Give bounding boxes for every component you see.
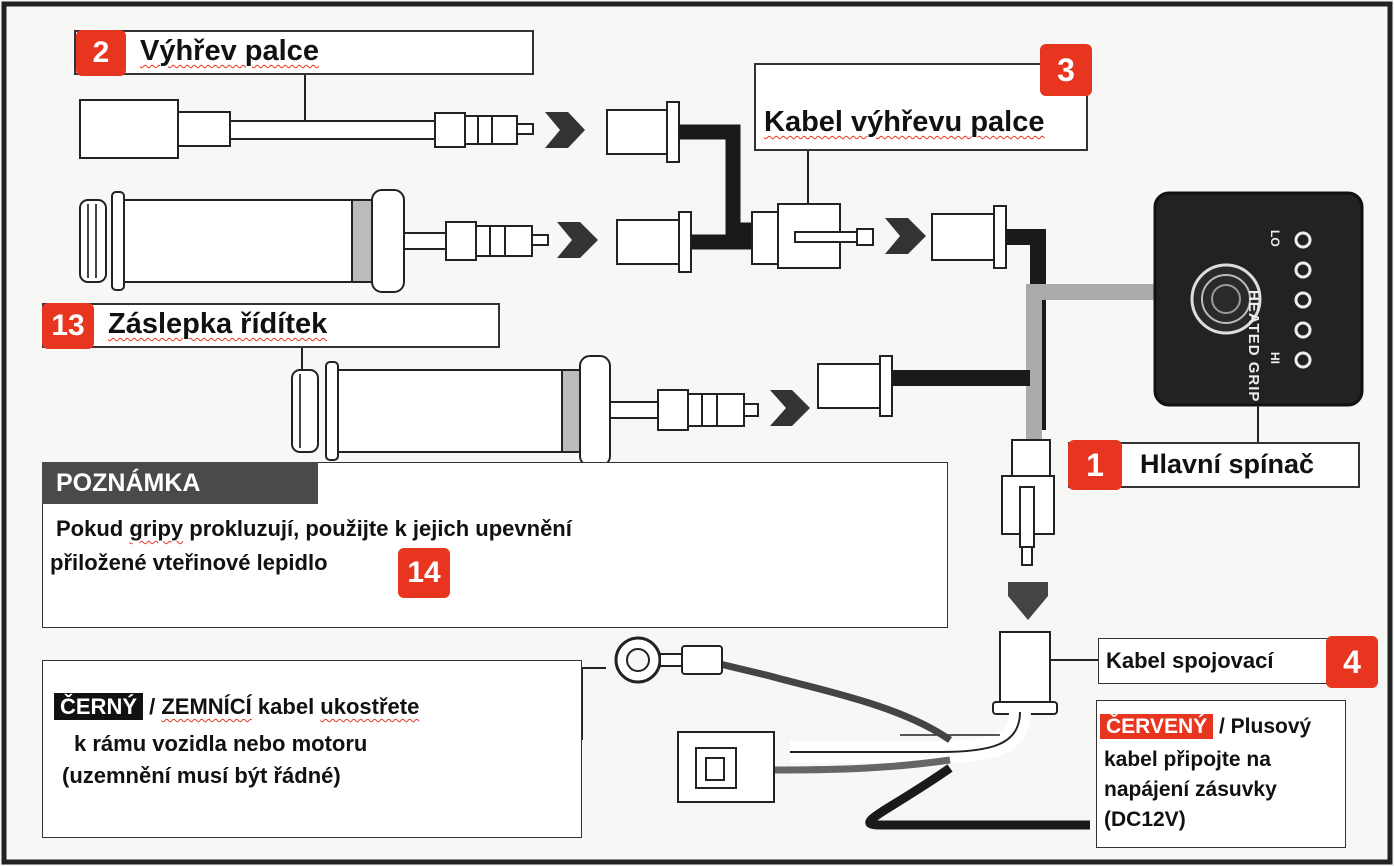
positive-line-1: ČERVENÝ / Plusový xyxy=(1100,712,1311,742)
switch-hi-label: HI xyxy=(1268,352,1282,364)
ground-line-3: (uzemnění musí být řádné) xyxy=(62,763,341,788)
note-line-2: přiložené vteřinové lepidlo xyxy=(50,550,328,575)
main-switch-panel xyxy=(1153,191,1364,442)
arrow-down xyxy=(1008,582,1048,620)
plug-middle xyxy=(616,211,692,273)
positive-line-4: (DC12V) xyxy=(1104,808,1186,831)
glue-number: 14 xyxy=(398,548,450,598)
thumb-heater-label: Výhřev palce xyxy=(140,35,319,67)
thumb-cable-label: Kabel výhřevu palce xyxy=(764,106,1045,138)
thumb-cable-number: 3 xyxy=(1040,44,1092,96)
bar-end-label-box xyxy=(42,303,500,348)
left-grip xyxy=(79,189,549,293)
arrow-3 xyxy=(885,218,926,254)
arrow-2 xyxy=(557,222,598,258)
switch-panel-title: HEATED GRIP xyxy=(1245,290,1262,403)
main-switch-number: 1 xyxy=(1068,440,1122,490)
switch-lo-label: LO xyxy=(1268,230,1282,247)
bar-end-number: 13 xyxy=(42,303,94,349)
positive-line-3: napájení zásuvky xyxy=(1104,778,1277,801)
right-grip xyxy=(291,348,759,467)
vertical-connector xyxy=(1001,439,1055,566)
thumb-cable-label-box xyxy=(754,63,1088,151)
ground-line-2: k rámu vozidla nebo motoru xyxy=(74,731,368,756)
plug-switch-input xyxy=(931,205,1007,269)
bottom-harness xyxy=(581,631,1100,830)
connect-cable-label: Kabel spojovací xyxy=(1106,648,1274,673)
arrow-1 xyxy=(545,112,585,148)
positive-line-2: kabel připojte na xyxy=(1104,748,1271,771)
arrow-4 xyxy=(770,390,810,426)
splitter-connector xyxy=(751,150,874,269)
note-line-1: Pokud gripy prokluzují, použijte k jejic… xyxy=(56,516,572,541)
plug-upper xyxy=(606,101,680,163)
thumb-heater-number: 2 xyxy=(76,30,126,76)
plug-lower xyxy=(817,355,893,417)
connect-cable-label-box xyxy=(1098,638,1362,684)
connect-cable-number: 4 xyxy=(1326,636,1378,688)
note-header: POZNÁMKA xyxy=(42,462,318,504)
bar-end-label: Záslepka řídítek xyxy=(108,308,328,340)
thumb-heater-part xyxy=(79,75,534,159)
ground-line-1: ČERNÝ / ZEMNÍCÍ kabel ukostřete xyxy=(54,692,419,722)
thumb-heater-label-box xyxy=(74,30,534,75)
ground-note-box xyxy=(42,660,582,838)
main-switch-label: Hlavní spínač xyxy=(1140,449,1315,479)
